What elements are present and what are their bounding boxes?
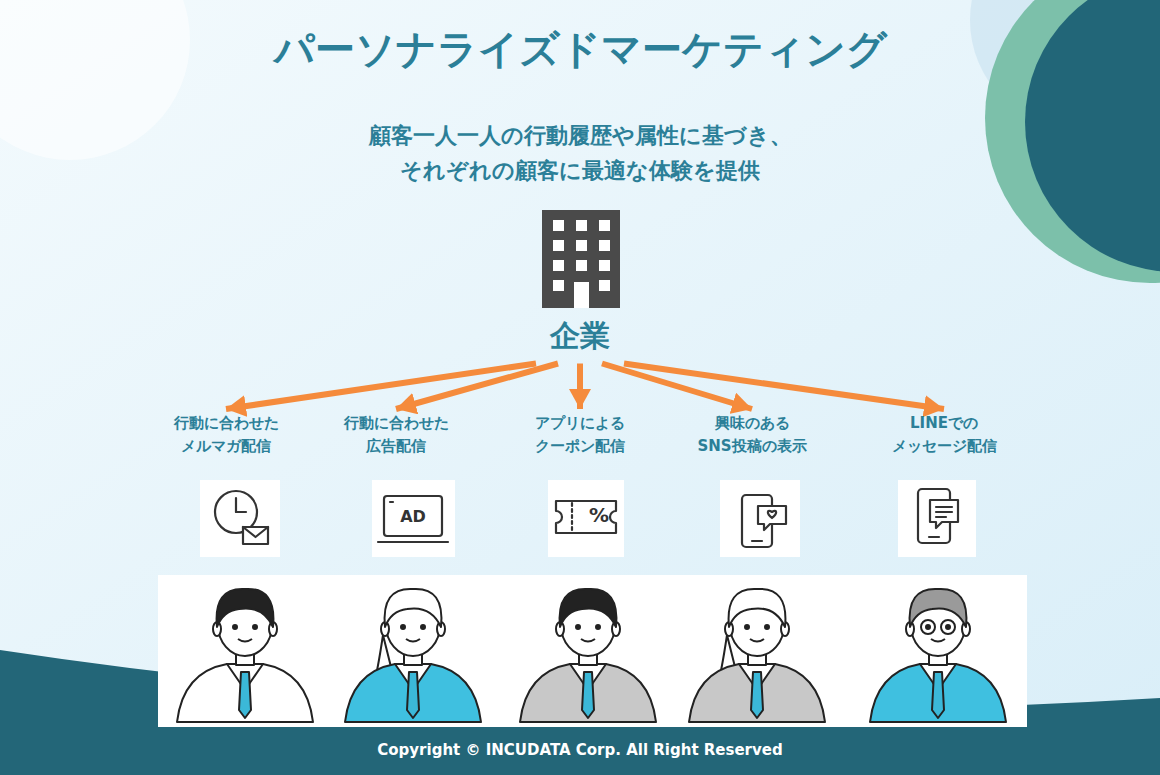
- node-text: 行動に合わせた メルマガ配信: [143, 412, 309, 459]
- building-icon: [542, 210, 620, 308]
- channel-label: 行動に合わせた 広告配信: [311, 410, 481, 463]
- orange-arrow: [602, 364, 752, 410]
- page-title: パーソナライズドマーケティング: [0, 22, 1160, 77]
- subtitle: 顧客一人一人の行動履歴や属性に基づき、 それぞれの顧客に最適な体験を提供: [250, 118, 910, 188]
- node-text: LINEでの メッセージ配信: [861, 412, 1027, 459]
- channel-label: アプリによる クーポン配信: [495, 410, 665, 463]
- message-phone-icon: [918, 489, 958, 543]
- dark-circle: [1025, 0, 1160, 272]
- copyright: Copyright © INCUDATA Corp. All Right Res…: [280, 741, 880, 761]
- orange-arrow: [226, 364, 536, 410]
- orange-arrow: [396, 364, 558, 410]
- clock-mail-icon: [215, 491, 268, 544]
- orange-arrow: [624, 364, 944, 410]
- icon-text: %: [586, 503, 612, 527]
- person-figure: [870, 589, 1006, 722]
- node-text: 行動に合わせた 広告配信: [313, 412, 479, 459]
- node-text: 興味のある SNS投稿の表示: [669, 412, 835, 459]
- person-figure: [177, 589, 313, 722]
- node-text: アプリによる クーポン配信: [497, 412, 663, 459]
- people-panel: [158, 575, 1027, 727]
- orange-arrow: [577, 364, 583, 410]
- icon-tiles: [200, 480, 976, 557]
- ad-laptop-icon: [378, 496, 448, 542]
- light-glow: [0, 0, 190, 160]
- coupon-icon: [556, 501, 616, 533]
- person-figure: [345, 589, 481, 722]
- icon-text: AD: [393, 507, 433, 526]
- node-heading: 企業: [527, 313, 633, 360]
- channel-label: 興味のある SNS投稿の表示: [667, 410, 837, 463]
- people-illustration: [177, 589, 1006, 722]
- person-figure: [689, 589, 825, 722]
- person-figure: [520, 589, 656, 722]
- channel-label: LINEでの メッセージ配信: [859, 410, 1029, 463]
- company-node: 企業: [525, 205, 635, 364]
- sns-phone-icon: [742, 495, 786, 547]
- channel-label: 行動に合わせた メルマガ配信: [141, 410, 311, 463]
